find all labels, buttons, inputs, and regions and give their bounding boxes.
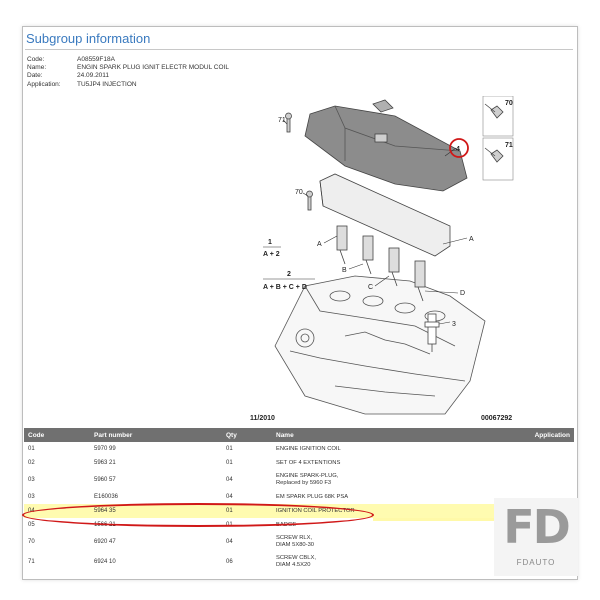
badge-drawing (372, 99, 394, 113)
diagram-date: 11/2010 (250, 415, 275, 422)
formula-2: A + B + C + D (263, 284, 307, 291)
table-row[interactable]: 70 6920 47 04 SCREW RLX,DIAM 5X80-30 (28, 535, 315, 548)
formula-2-number: 2 (287, 271, 291, 278)
meta-row-code: Code:A08559F18A (27, 56, 115, 63)
col-header-name[interactable]: Name (272, 428, 470, 442)
key-label-70: 70 (505, 100, 513, 107)
key-box-71 (482, 137, 514, 181)
cylinder-head-drawing (274, 275, 486, 415)
highlight-oval-row-04 (22, 503, 374, 527)
ignition-coil-drawing (319, 173, 451, 302)
callout-4: 4 (456, 146, 460, 153)
callout-D: D (460, 290, 465, 297)
table-row[interactable]: 02 5963 21 01 SET OF 4 EXTENTIONS (28, 459, 341, 467)
table-row[interactable]: 01 5970 99 01 ENGINE IGNITION COIL (28, 445, 341, 453)
subgroup-meta: Code:A08559F18A Name:ENGIN SPARK PLUG IG… (27, 56, 229, 89)
logo-mark: FD (503, 500, 571, 554)
key-box-70 (482, 96, 514, 137)
callout-B: B (342, 267, 347, 274)
callout-C: C (368, 284, 373, 291)
coil-protector-drawing (304, 105, 468, 192)
title-divider (25, 49, 573, 50)
col-header-application[interactable]: Application (470, 428, 574, 442)
fdauto-watermark-logo: FD FDAUTO (494, 498, 578, 578)
formula-1: A + 2 (263, 251, 280, 258)
callout-A-right: A (469, 236, 474, 243)
col-header-qty[interactable]: Qty (222, 428, 272, 442)
meta-row-date: Date:24.09.2011 (27, 72, 110, 80)
logo-brand: FDAUTO (516, 558, 556, 567)
table-row[interactable]: 03 E160036 04 EM SPARK PLUG 68K PSA (28, 493, 349, 501)
table-row[interactable]: 71 6924 10 06 SCREW CBLX,DIAM 4.5X20 (28, 555, 316, 568)
col-header-code[interactable]: Code (24, 428, 90, 442)
meta-row-name: Name:ENGIN SPARK PLUG IGNIT ELECTR MODUL… (27, 64, 229, 72)
spark-plug-drawing (424, 313, 440, 352)
callout-3: 3 (452, 321, 456, 328)
callout-A: A (317, 241, 322, 248)
col-header-part-number[interactable]: Part number (90, 428, 222, 442)
key-label-71: 71 (505, 142, 513, 149)
exploded-parts-diagram: 71 70 4 A A B C D 3 70 71 1 A + 2 2 A + … (250, 96, 514, 422)
screw-drawings (285, 103, 504, 211)
callout-71: 71 (278, 117, 286, 124)
highlight-circle-4 (449, 138, 469, 158)
table-row[interactable]: 03 5960 57 04 ENGINE SPARK-PLUG,Replaced… (28, 473, 339, 486)
page-title: Subgroup information (26, 31, 151, 46)
diagram-reference: 00067292 (481, 415, 512, 422)
callout-70: 70 (295, 189, 303, 196)
parts-table-header: Code Part number Qty Name Application (24, 428, 574, 442)
parts-table: Code Part number Qty Name Application 01… (24, 428, 574, 572)
formula-1-number: 1 (268, 239, 272, 246)
meta-row-application: Application:TU5JP4 INJECTION (27, 80, 137, 88)
